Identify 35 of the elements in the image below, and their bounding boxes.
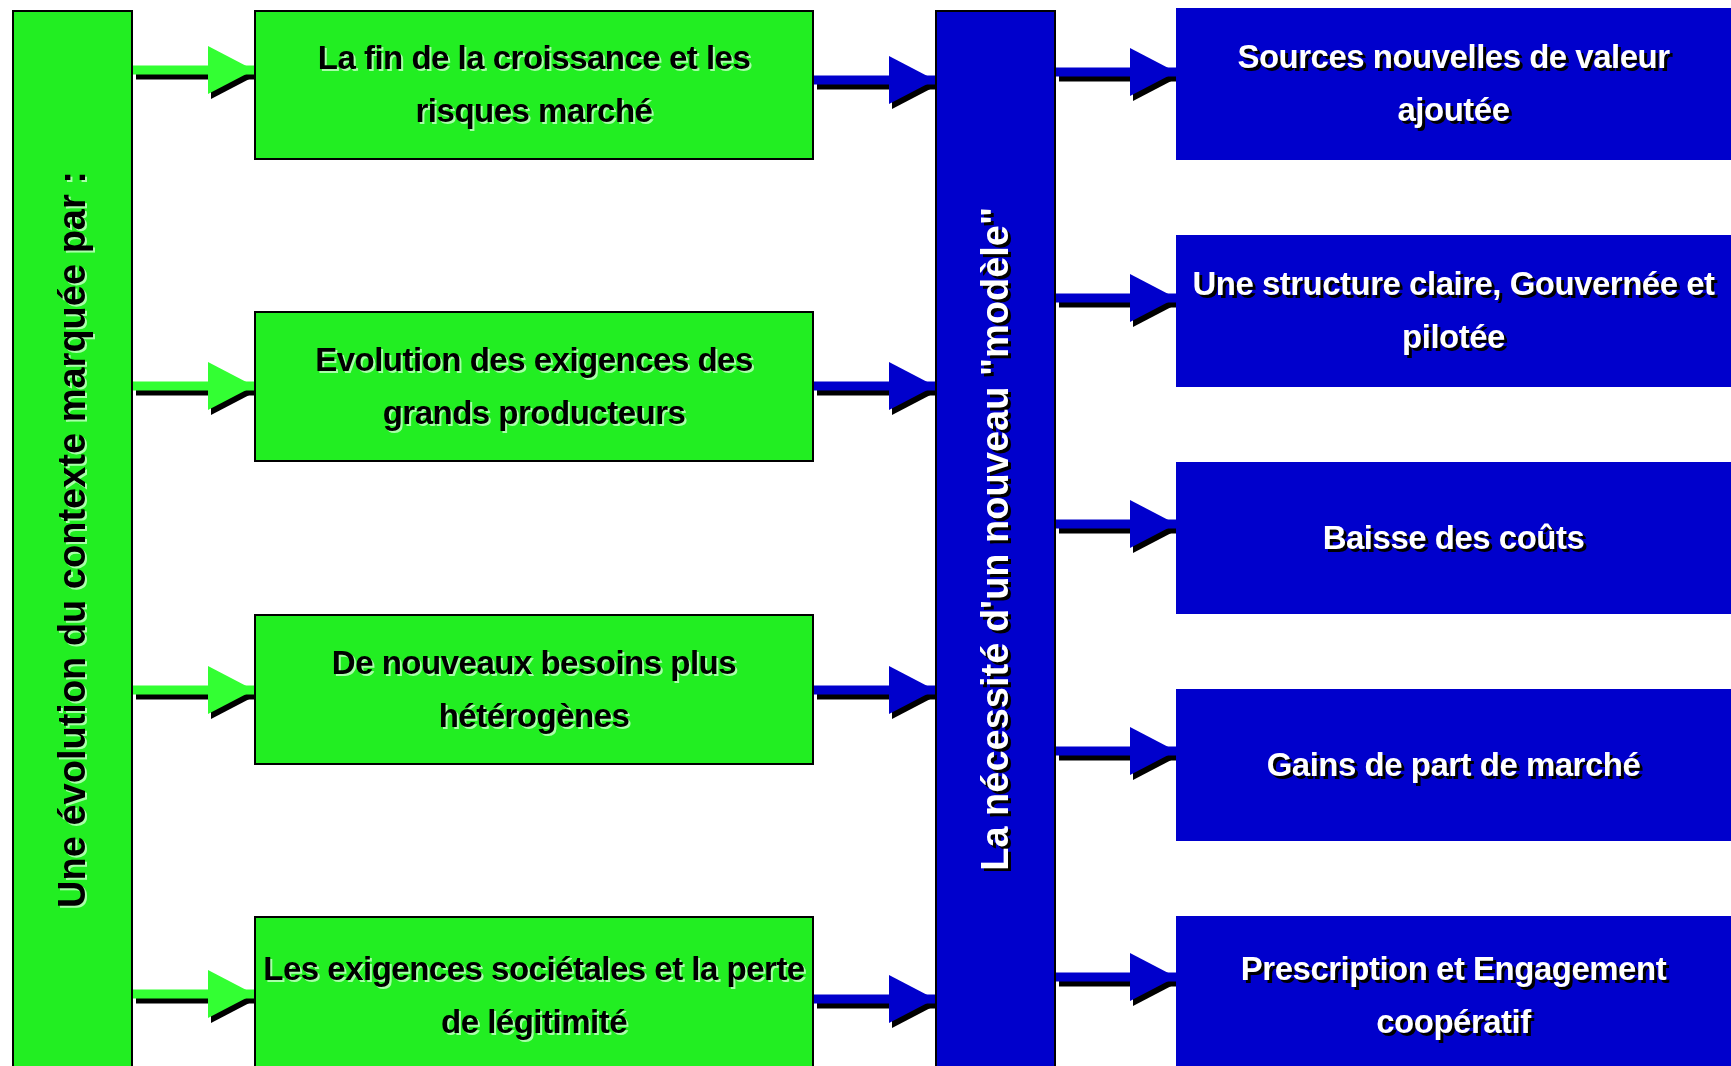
cause-box [254,311,814,462]
arrow [814,362,935,410]
box-text: Sources nouvelles de valeur ajoutée [1236,37,1671,130]
box-text: Les exigences sociétales et la perte de légitimité [262,949,806,1042]
arrow [1056,274,1176,322]
arrow [1056,48,1176,96]
arrow [133,362,254,410]
vertical-heading: Une évolution du contexte marquée par : [51,170,94,908]
cause-box [254,916,814,1066]
cause-box [254,10,814,160]
outcome-box [1176,235,1731,387]
arrow [814,666,935,714]
outcome-box [1176,462,1731,614]
box-text: Evolution des exigences des grands producteurs [314,339,754,433]
box-text: Gains de part de marché [1265,744,1642,785]
arrow [1056,500,1176,548]
outcome-box [1176,8,1731,160]
box-text: Une structure claire, Gouvernée et pilotée [1191,264,1716,357]
arrow [133,666,254,714]
arrow [1056,727,1176,775]
arrow [814,56,935,104]
central-banner [935,10,1056,1066]
arrow [133,970,254,1018]
box-text: De nouveaux besoins plus hétérogènes [330,642,738,736]
arrow [1056,953,1176,1001]
side-banner [12,10,133,1066]
vertical-heading: La nécessité d'un nouveau "modèle" [974,207,1017,871]
cause-box [254,614,814,765]
box-text: La fin de la croissance et les risques marché [316,38,752,131]
box-text: Baisse des coûts [1321,517,1586,558]
arrow [133,46,254,94]
outcome-box [1176,689,1731,841]
box-text: Prescription et Engagement coopératif [1239,949,1668,1042]
arrow [814,975,935,1023]
outcome-box [1176,916,1731,1066]
